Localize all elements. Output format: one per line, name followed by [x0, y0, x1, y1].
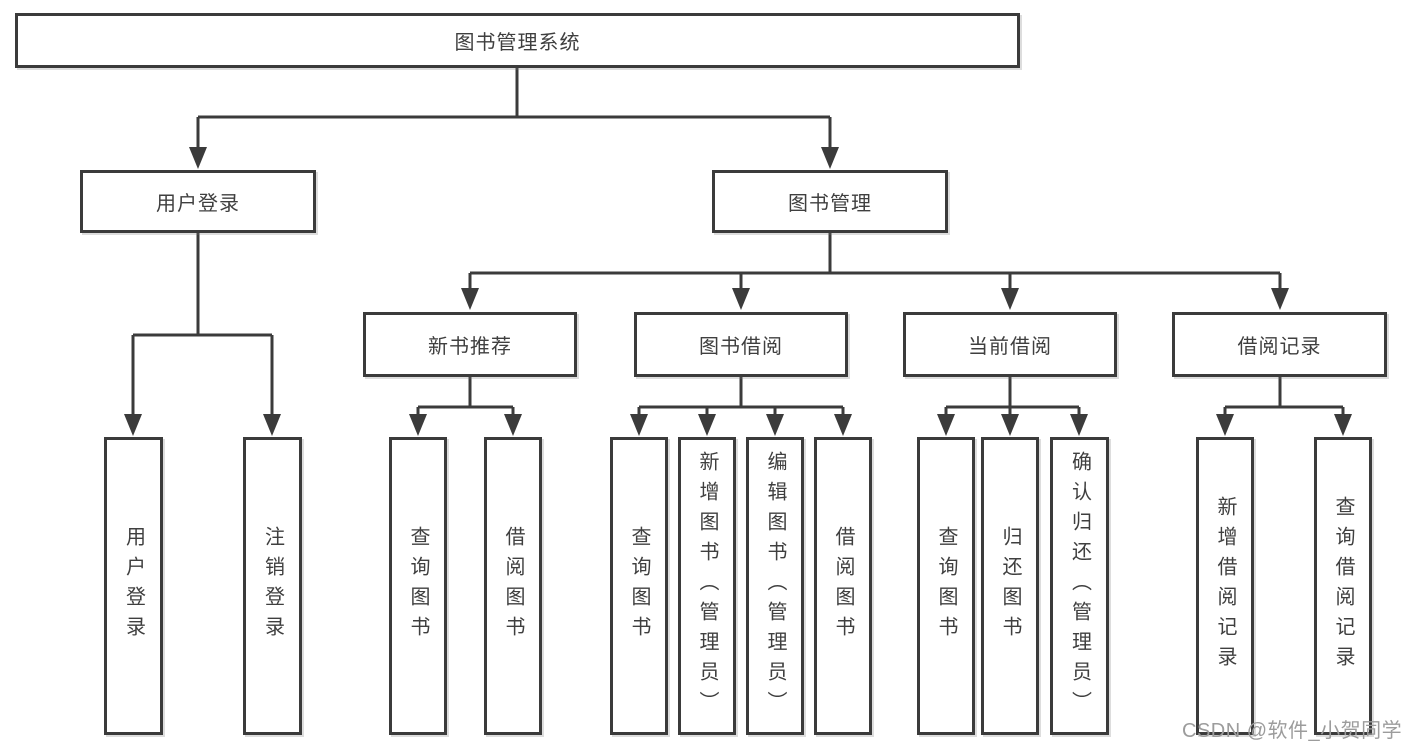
- leaf-query-books-borrowing-label: 查询图书: [628, 526, 650, 646]
- leaf-user-login-label: 用户登录: [122, 526, 145, 646]
- leaf-query-borrow-record-label: 查询借阅记录: [1332, 496, 1354, 676]
- node-root-label: 图书管理系统: [454, 32, 581, 54]
- leaf-query-books-recommend: 查询图书: [389, 437, 447, 735]
- leaf-borrow-books-borrowing: 借阅图书: [814, 437, 872, 735]
- leaf-add-borrow-record: 新增借阅记录: [1196, 437, 1254, 735]
- leaf-add-book-admin-label: 新增图书（管理员）: [696, 451, 718, 721]
- node-user-login: 用户登录: [80, 170, 316, 233]
- node-book-management-label: 图书管理: [788, 193, 872, 215]
- leaf-query-books-borrowing: 查询图书: [610, 437, 668, 735]
- leaf-edit-book-admin: 编辑图书（管理员）: [746, 437, 804, 735]
- node-user-login-label: 用户登录: [156, 193, 240, 215]
- leaf-query-books-recommend-label: 查询图书: [407, 526, 429, 646]
- leaf-query-books-current: 查询图书: [917, 437, 975, 735]
- leaf-borrow-books-recommend: 借阅图书: [484, 437, 542, 735]
- node-book-borrowing-label: 图书借阅: [699, 336, 783, 358]
- leaf-logout-label: 注销登录: [261, 526, 284, 646]
- watermark: CSDN @软件_小贺同学: [1182, 720, 1403, 742]
- leaf-add-book-admin: 新增图书（管理员）: [678, 437, 736, 735]
- leaf-user-login: 用户登录: [104, 437, 163, 735]
- node-root: 图书管理系统: [15, 13, 1020, 68]
- leaf-query-books-current-label: 查询图书: [935, 526, 957, 646]
- node-current-borrowing-label: 当前借阅: [968, 336, 1052, 358]
- node-new-book-recommend-label: 新书推荐: [428, 336, 512, 358]
- node-new-book-recommend: 新书推荐: [363, 312, 577, 377]
- leaf-return-book-label: 归还图书: [999, 526, 1021, 646]
- node-book-management: 图书管理: [712, 170, 948, 233]
- leaf-borrow-books-recommend-label: 借阅图书: [502, 526, 524, 646]
- node-borrowing-records-label: 借阅记录: [1237, 336, 1322, 358]
- node-book-borrowing: 图书借阅: [634, 312, 848, 377]
- node-borrowing-records: 借阅记录: [1172, 312, 1387, 377]
- leaf-add-borrow-record-label: 新增借阅记录: [1214, 496, 1236, 676]
- leaf-confirm-return-admin: 确认归还（管理员）: [1050, 437, 1109, 735]
- leaf-query-borrow-record: 查询借阅记录: [1314, 437, 1372, 735]
- node-current-borrowing: 当前借阅: [903, 312, 1117, 377]
- leaf-confirm-return-admin-label: 确认归还（管理员）: [1068, 451, 1091, 721]
- leaf-logout: 注销登录: [243, 437, 302, 735]
- leaf-return-book: 归还图书: [981, 437, 1039, 735]
- leaf-borrow-books-borrowing-label: 借阅图书: [832, 526, 854, 646]
- leaf-edit-book-admin-label: 编辑图书（管理员）: [764, 451, 786, 721]
